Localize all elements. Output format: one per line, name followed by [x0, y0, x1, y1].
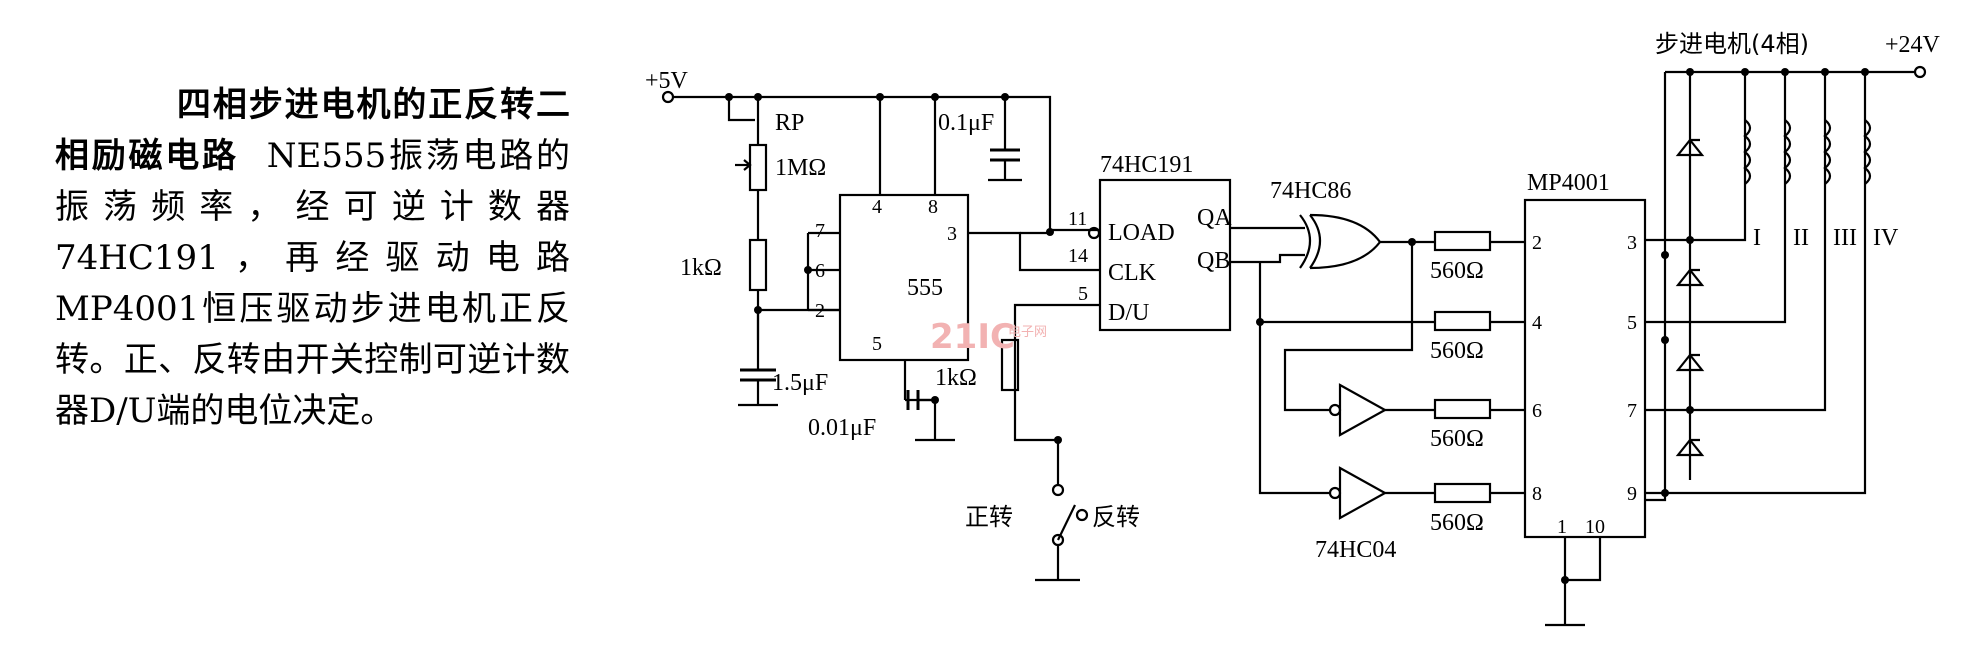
driver-pin-10: 10: [1585, 516, 1605, 538]
driver-pin-3: 3: [1627, 232, 1637, 254]
clock-wiring: [968, 228, 1100, 582]
timer-pin-8: 8: [928, 196, 938, 218]
driver-pin-4: 4: [1532, 312, 1542, 334]
driver-pin-6: 6: [1532, 400, 1542, 422]
timer-pin-2: 2: [815, 300, 825, 322]
circuit-title: 四相步进电机的正反转二相励磁电路: [55, 85, 570, 176]
vcc-5v-label: +5V: [645, 68, 689, 94]
phase-4-label: IV: [1873, 225, 1899, 251]
vcc-5v-rail: [661, 90, 1052, 230]
driver-pin-5: 5: [1627, 312, 1637, 334]
potentiometer-rp: [735, 97, 768, 240]
driver-pin-2: 2: [1532, 232, 1542, 254]
forward-label: 正转: [965, 503, 1013, 531]
motor-label: 步进电机(4相): [1655, 30, 1809, 58]
timer-pin-7: 7: [815, 220, 825, 242]
r560-label-3: 560Ω: [1430, 426, 1484, 452]
driver-pin-1: 1: [1557, 516, 1567, 538]
c1-label: 1.5μF: [772, 370, 828, 396]
c3-label: 0.1μF: [938, 110, 994, 136]
phase-1-label: I: [1753, 225, 1761, 251]
driver-mp4001: [1523, 198, 1647, 627]
qa-label: QA: [1197, 205, 1232, 231]
rp-label: RP: [775, 110, 804, 136]
clk-label: CLK: [1108, 260, 1157, 286]
capacitor-1-5uf: [738, 340, 778, 407]
du-label: D/U: [1108, 300, 1149, 326]
timer-pin-4: 4: [872, 196, 882, 218]
counter-pin-14: 14: [1068, 245, 1088, 267]
timer-555-chip: [804, 193, 970, 402]
driver-pin-7: 7: [1627, 400, 1637, 422]
inv-label: 74HC04: [1315, 537, 1396, 563]
watermark-main: 21IC: [930, 317, 1015, 357]
timer-pin-5: 5: [872, 333, 882, 355]
r560-label-4: 560Ω: [1430, 510, 1484, 536]
resistor-1k-timing: [748, 238, 840, 340]
timer-pin-3: 3: [947, 223, 957, 245]
phase-2-label: II: [1793, 225, 1809, 251]
driver-label: MP4001: [1527, 170, 1610, 196]
watermark-logo: 21IC 电子网: [930, 317, 1047, 357]
load-label: LOAD: [1108, 220, 1175, 246]
driver-pin-8: 8: [1532, 483, 1542, 505]
r560-label-1: 560Ω: [1430, 258, 1484, 284]
r2-label: 1kΩ: [935, 365, 977, 391]
rp-value-label: 1MΩ: [775, 155, 826, 181]
counter-74hc191: [1087, 178, 1232, 332]
counter-pin-5: 5: [1078, 283, 1088, 305]
counter-pin-11: 11: [1068, 208, 1087, 230]
reverse-label: 反转: [1092, 503, 1140, 531]
resistors-560: [1433, 230, 1525, 504]
phase-3-label: III: [1833, 225, 1857, 251]
capacitor-0-01uf: [906, 390, 955, 442]
timer-pin-6: 6: [815, 260, 825, 282]
xor-label: 74HC86: [1270, 178, 1351, 204]
r560-label-2: 560Ω: [1430, 338, 1484, 364]
driver-pin-9: 9: [1627, 483, 1637, 505]
timer-label: 555: [907, 275, 943, 301]
vcc-24v-label: +24V: [1885, 32, 1941, 58]
xor-gate: [1230, 213, 1435, 326]
qb-label: QB: [1197, 248, 1230, 274]
circuit-body-text: NE555振荡电路的振荡频率，经可逆计数器74HC191，再经驱动电路MP400…: [55, 136, 570, 431]
r1-label: 1kΩ: [680, 255, 722, 281]
inverters-74hc04: [1258, 242, 1435, 520]
stepper-motor-windings: [1645, 65, 1927, 502]
capacitor-0-1uf: [988, 148, 1022, 182]
counter-label: 74HC191: [1100, 152, 1193, 178]
watermark-sub: 电子网: [1008, 325, 1047, 340]
c2-label: 0.01μF: [808, 415, 876, 441]
